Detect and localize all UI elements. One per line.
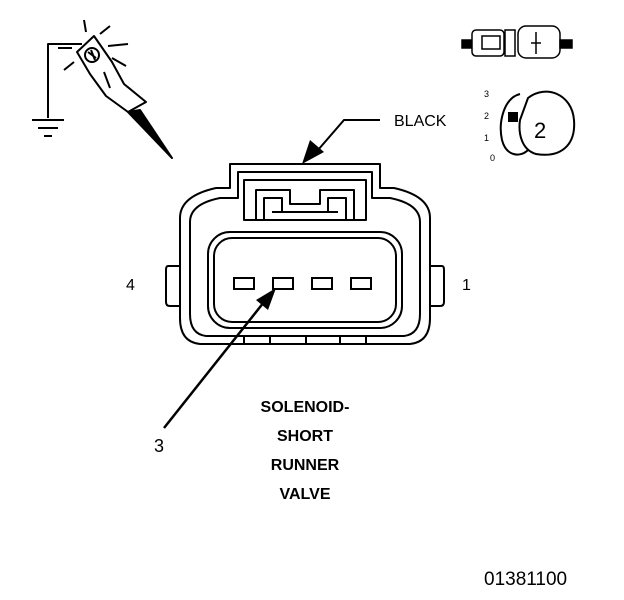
connector-color-label: BLACK (394, 113, 447, 130)
cavity-group (233, 277, 372, 290)
connector-position-indicator-icon: 3 2 1 0 2 (484, 89, 576, 163)
connector-front-view (165, 163, 445, 345)
pin-number-1: 1 (462, 277, 471, 294)
component-name-line-4: VALVE (280, 486, 331, 503)
component-name-line-3: RUNNER (271, 457, 340, 474)
cavity-callout-number: 3 (154, 436, 164, 456)
figure-id: 01381100 (484, 569, 567, 590)
indicator-value: 2 (534, 118, 546, 143)
indicator-scale-2: 2 (484, 111, 489, 121)
indicator-scale-3: 3 (484, 89, 489, 99)
component-name-line-2: SHORT (277, 428, 333, 445)
pin-number-4: 4 (126, 277, 135, 294)
indicator-scale-1: 1 (484, 133, 489, 143)
cavity-2 (311, 277, 333, 290)
cavity-callout-arrow (163, 288, 276, 429)
cavity-3 (272, 277, 294, 290)
indicator-scale-0: 0 (490, 153, 495, 163)
cavity-1 (350, 277, 372, 290)
connector-side-view-icon (461, 25, 573, 59)
color-callout: BLACK (302, 113, 447, 164)
test-probe-ground-icon (32, 19, 173, 159)
cavity-4 (233, 277, 255, 290)
component-name-line-1: SOLENOID- (261, 399, 350, 416)
